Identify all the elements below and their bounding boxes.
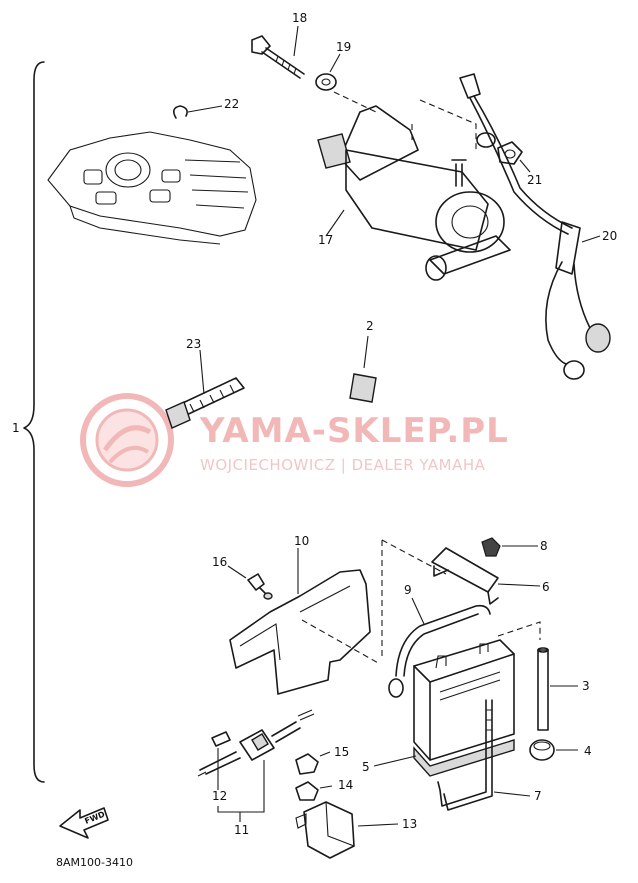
callout-17: 17 — [318, 233, 333, 247]
fwd-label: FWD — [83, 810, 106, 826]
callout-2: 2 — [366, 319, 374, 333]
battery-band-7 — [437, 699, 493, 811]
callout-19: 19 — [336, 40, 351, 54]
callout-20: 20 — [602, 229, 617, 243]
starter-cable-20 — [459, 73, 611, 380]
watermark-subtitle: WOJCIECHOWICZ | DEALER YAMAHA — [200, 456, 486, 474]
battery-5 — [413, 639, 515, 777]
group-bracket: 1 — [12, 61, 45, 783]
callout-10: 10 — [294, 534, 309, 548]
bolt-18 — [251, 35, 305, 79]
watermark: YAMA-SKLEP.PL WOJCIECHOWICZ | DEALER YAM… — [80, 393, 509, 487]
callout-7: 7 — [534, 789, 542, 803]
callout-8: 8 — [540, 539, 548, 553]
callout-22: 22 — [224, 97, 239, 111]
watermark-logo — [80, 393, 174, 487]
clip-22 — [172, 105, 188, 119]
callout-12: 12 — [212, 789, 227, 803]
callout-16: 16 — [212, 555, 227, 569]
cable-tie-23 — [165, 377, 245, 429]
battery-cover-10 — [229, 569, 371, 695]
callout-6: 6 — [542, 580, 550, 594]
bolt-16 — [247, 573, 273, 600]
group-label: 1 — [12, 421, 20, 435]
callout-14: 14 — [338, 778, 353, 792]
washer-19 — [315, 73, 337, 91]
bracket-6 — [431, 547, 499, 605]
callout-15: 15 — [334, 745, 349, 759]
callout-11: 11 — [234, 823, 249, 837]
callout-23: 23 — [186, 337, 201, 351]
starter-motor-17 — [317, 105, 511, 281]
callout-13: 13 — [402, 817, 417, 831]
fuse-12 — [197, 731, 231, 777]
callout-3: 3 — [582, 679, 590, 693]
drawing-code: 8AM100-3410 — [56, 856, 133, 869]
watermark-title: YAMA-SKLEP.PL — [199, 411, 509, 451]
battery-cable-9 — [388, 604, 491, 698]
callout-9: 9 — [404, 583, 412, 597]
callout-18: 18 — [292, 11, 307, 25]
fwd-arrow: FWD — [59, 807, 109, 839]
cap-4 — [529, 739, 555, 761]
plate-2 — [349, 373, 377, 403]
nut-21 — [497, 141, 523, 165]
callout-4: 4 — [584, 744, 592, 758]
relay-13 — [295, 801, 355, 859]
nut-14 — [295, 781, 319, 801]
nut-8 — [481, 537, 501, 557]
breather-tube-3 — [537, 647, 549, 731]
callout-21: 21 — [527, 173, 542, 187]
callout-5: 5 — [362, 760, 370, 774]
nut-15 — [295, 753, 319, 775]
frame-section — [47, 105, 257, 245]
